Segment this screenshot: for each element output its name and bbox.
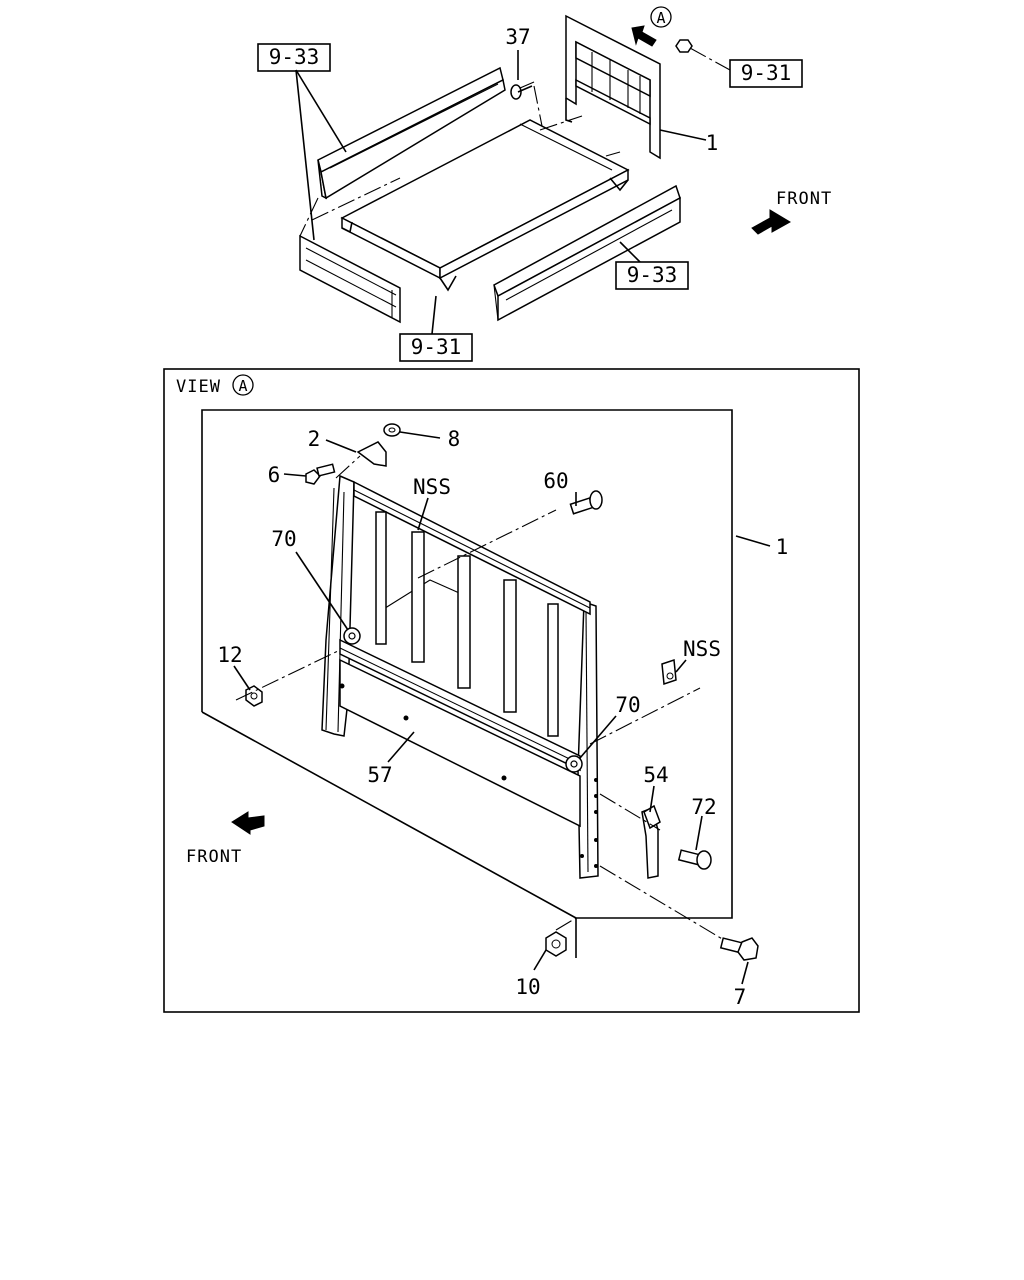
rear-guard-frame [565,14,661,160]
nut-icon [675,39,693,53]
callout-2: 2 [308,427,321,451]
front-label-detail: FRONT [186,847,242,867]
bolt-6-icon [305,463,336,485]
callout-nss-top: NSS [413,475,451,499]
washer-8-icon [383,423,401,437]
side-panel-front-left [299,234,401,324]
ref-box-9-31-right [729,59,803,88]
callout-60: 60 [543,469,568,493]
view-title-marker: A [238,377,247,395]
ref-box-9-31-bottom [399,333,473,362]
top-exploded-view: 9-33 9-31 9-33 9-31 37 1 A FRONT [257,6,832,362]
bolt-7-icon [719,937,759,961]
clip-nss-icon [661,658,677,686]
callout-57: 57 [367,763,392,787]
bolt-72-icon [677,849,712,870]
bracket-2-icon [356,441,387,467]
callout-6: 6 [268,463,281,487]
bolt-37-icon [510,81,535,100]
callout-nss-right: NSS [683,637,721,661]
bed-floor [340,119,630,292]
callout-37: 37 [505,25,530,49]
side-panel-rear-left [317,66,506,200]
callout-72: 72 [691,795,716,819]
view-marker-a-top: A [656,9,665,27]
side-panel-right [493,184,681,322]
callout-70-left: 70 [271,527,296,551]
callout-8: 8 [448,427,461,451]
view-title-prefix: VIEW [176,377,221,397]
ref-9-31-bottom-label: 9-31 [411,335,462,359]
callout-10: 10 [515,975,540,999]
callout-12: 12 [217,643,242,667]
ref-9-31-right-label: 9-31 [741,61,792,85]
callout-54: 54 [643,763,668,787]
view-marker-circle-icon [232,374,254,396]
callout-1-top: 1 [706,131,719,155]
nut-10-icon [545,931,567,957]
callout-1-detail: 1 [776,535,789,559]
hook-right-icon [565,755,583,773]
bolt-60-icon [569,490,603,515]
ref-9-33-top-label: 9-33 [269,45,320,69]
front-arrow-top-icon [751,209,791,235]
front-arrow-detail-icon [231,811,265,835]
callout-7: 7 [734,985,747,1009]
detail-view-border [163,368,860,1013]
ref-box-9-33-top [257,43,331,72]
ref-9-33-right-label: 9-33 [627,263,678,287]
guard-frame-detail [321,474,599,879]
ref-box-9-33-right [615,261,689,290]
front-label-top: FRONT [776,189,832,209]
view-a-arrow-icon [631,6,672,47]
nut-12-icon [245,685,263,707]
hook-left-icon [343,627,361,645]
latch-54-icon [641,804,661,879]
detail-view-a: VIEW A [163,368,860,1013]
callout-70-right: 70 [615,693,640,717]
